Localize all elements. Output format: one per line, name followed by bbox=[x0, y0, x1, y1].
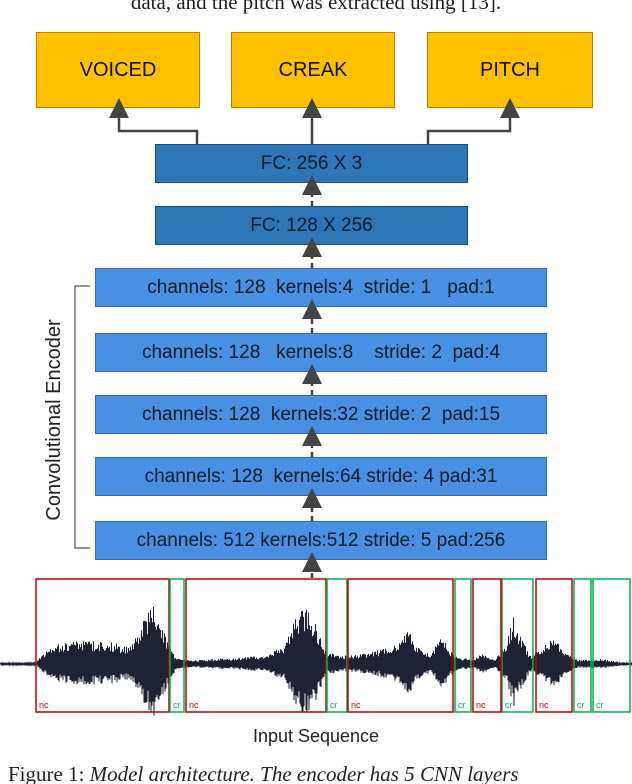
segment-box-nc bbox=[347, 578, 454, 713]
segment-label-nc: nc bbox=[539, 700, 549, 710]
figure-caption: Figure 1: Model architecture. The encode… bbox=[0, 762, 632, 784]
segment-box-cr bbox=[326, 578, 348, 713]
segment-box-cr bbox=[169, 578, 185, 713]
segment-box-nc bbox=[35, 578, 170, 713]
audio-waveform bbox=[0, 606, 632, 716]
segment-box-nc bbox=[185, 578, 327, 713]
segment-label-cr: cr bbox=[596, 700, 604, 710]
encoder-bracket bbox=[74, 285, 90, 549]
connector-voiced bbox=[109, 98, 199, 144]
segment-box-cr bbox=[573, 578, 592, 713]
segment-box-cr bbox=[501, 578, 534, 713]
segment-box-cr bbox=[454, 578, 472, 713]
segment-label-nc: nc bbox=[189, 700, 199, 710]
segment-label-nc: nc bbox=[351, 700, 361, 710]
caption-prefix: Figure 1: bbox=[8, 762, 90, 784]
segment-box-cr bbox=[592, 578, 631, 713]
segment-label-cr: cr bbox=[173, 700, 181, 710]
segment-box-nc bbox=[472, 578, 502, 713]
top-text: data, and the pitch was extracted using … bbox=[130, 0, 502, 14]
input-sequence-label: Input Sequence bbox=[252, 726, 380, 746]
segment-label-nc: nc bbox=[39, 700, 49, 710]
segment-label-cr: cr bbox=[330, 700, 338, 710]
segment-box-nc bbox=[535, 578, 573, 713]
output-creak: CREAK bbox=[231, 32, 395, 108]
segment-label-nc: nc bbox=[476, 700, 486, 710]
segment-label-cr: cr bbox=[458, 700, 466, 710]
caption-text: Model architecture. The encoder has 5 CN… bbox=[89, 762, 519, 784]
connector-pitch bbox=[426, 98, 520, 144]
segment-label-cr: cr bbox=[577, 700, 585, 710]
segment-label-cr: cr bbox=[505, 700, 513, 710]
